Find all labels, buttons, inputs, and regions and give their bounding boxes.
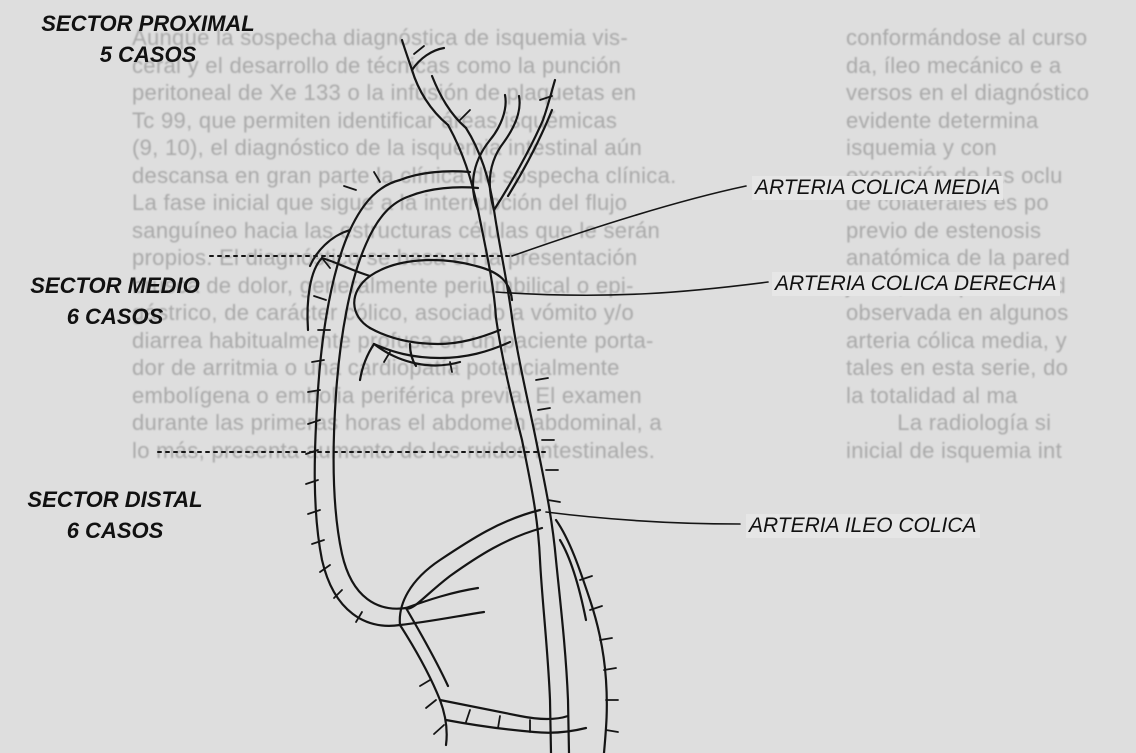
sector-medio-cases: 6 CASOS [4, 301, 226, 332]
colica-derecha-branches [322, 258, 512, 380]
sector-proximal-cases: 5 CASOS [30, 39, 266, 70]
sector-proximal-label: SECTOR PROXIMAL 5 CASOS [30, 8, 266, 70]
sector-proximal-name: SECTOR PROXIMAL [30, 8, 266, 39]
colica-media-branches [400, 40, 555, 318]
arteria-ileo-colica-label: ARTERIA ILEO COLICA [746, 514, 980, 538]
leader-colica-derecha [496, 282, 768, 295]
sector-medio-label: SECTOR MEDIO 6 CASOS [4, 270, 226, 332]
leader-ileo-colica [546, 512, 740, 524]
ileo-colica-branches [400, 510, 607, 753]
sector-distal-name: SECTOR DISTAL [4, 484, 226, 515]
leader-lines [496, 186, 768, 524]
colon-edge-branchlets [306, 46, 618, 734]
sector-medio-name: SECTOR MEDIO [4, 270, 226, 301]
marginal-arcade [308, 180, 410, 626]
main-arterial-trunk [496, 318, 569, 753]
arteria-colica-derecha-label: ARTERIA COLICA DERECHA [772, 272, 1060, 296]
sector-distal-cases: 6 CASOS [4, 515, 226, 546]
leader-colica-media [512, 186, 746, 256]
arteria-colica-media-label: ARTERIA COLICA MEDIA [752, 176, 1003, 200]
sector-distal-label: SECTOR DISTAL 6 CASOS [4, 484, 226, 546]
